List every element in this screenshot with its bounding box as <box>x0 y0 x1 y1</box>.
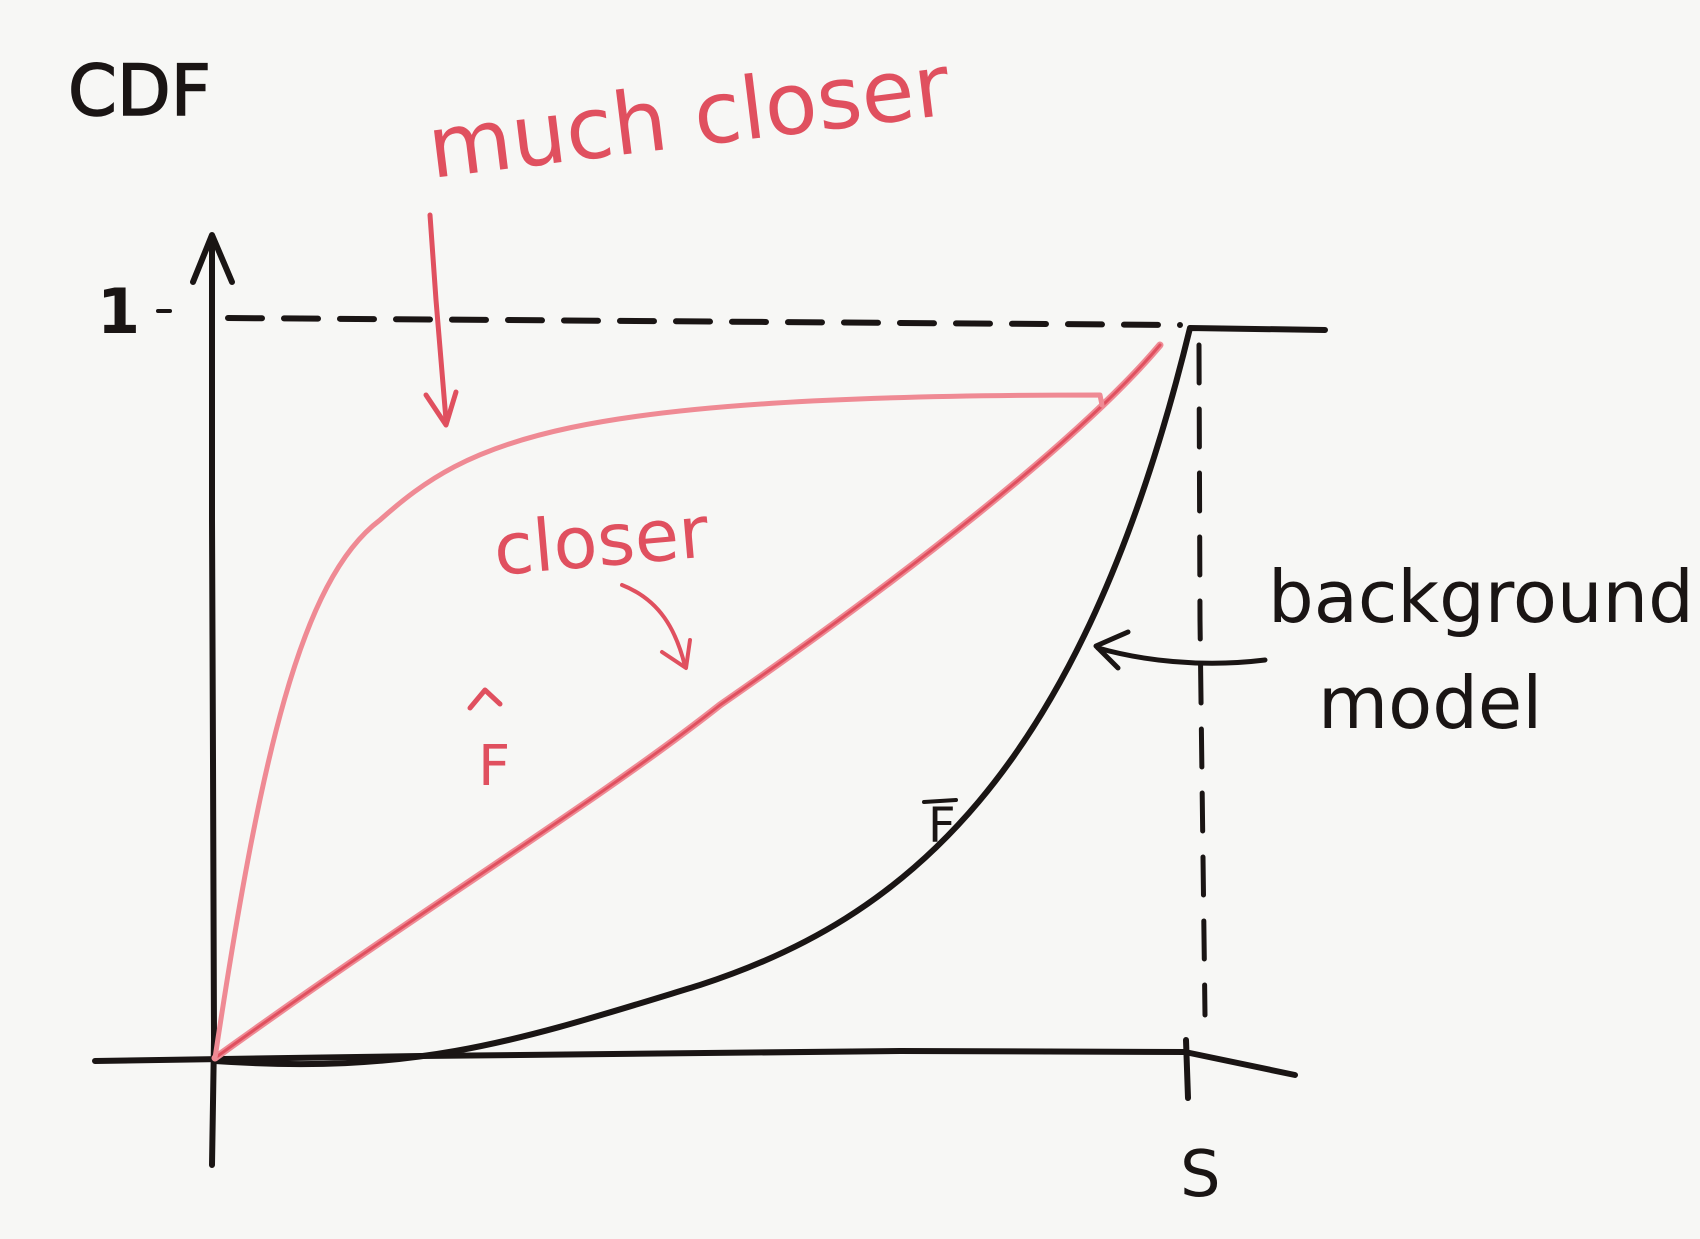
hat-accent-icon <box>467 687 503 711</box>
x-axis-end-label: S <box>1180 1138 1221 1212</box>
dashed-line-cdf-one <box>225 315 1183 328</box>
curve-F-label: F <box>928 798 956 854</box>
closer-arrow <box>620 583 687 668</box>
curve-much-closer <box>212 392 1105 1061</box>
much-closer-arrowhead-icon <box>423 389 459 428</box>
x-axis <box>92 1048 1298 1078</box>
s-tick-mark <box>1183 1037 1191 1101</box>
dashed-line-s <box>1196 342 1208 1018</box>
curve-F-hat-label: F <box>478 734 510 799</box>
background-model-arrow <box>1095 645 1268 666</box>
background-model-label-line1: background <box>1268 555 1694 639</box>
closer-arrowhead-icon <box>660 638 692 670</box>
y-tick-label: 1 <box>97 275 140 348</box>
background-model-label-line2: model <box>1318 661 1542 745</box>
y-axis-label: CDF <box>68 50 211 132</box>
much-closer-arrow <box>427 212 449 423</box>
y-axis-arrowhead <box>190 232 235 285</box>
curve-F-hat <box>211 341 1164 1062</box>
background-model-arrowhead-icon <box>1093 629 1131 671</box>
y-axis <box>209 237 217 1168</box>
curve-F <box>212 325 1328 1068</box>
axes <box>92 232 1298 1168</box>
curve-F-label-bar <box>922 798 958 804</box>
annotation-much-closer: much closer <box>422 36 955 199</box>
curve-F-hat-inner <box>213 343 1162 1060</box>
annotation-closer: closer <box>490 489 712 591</box>
